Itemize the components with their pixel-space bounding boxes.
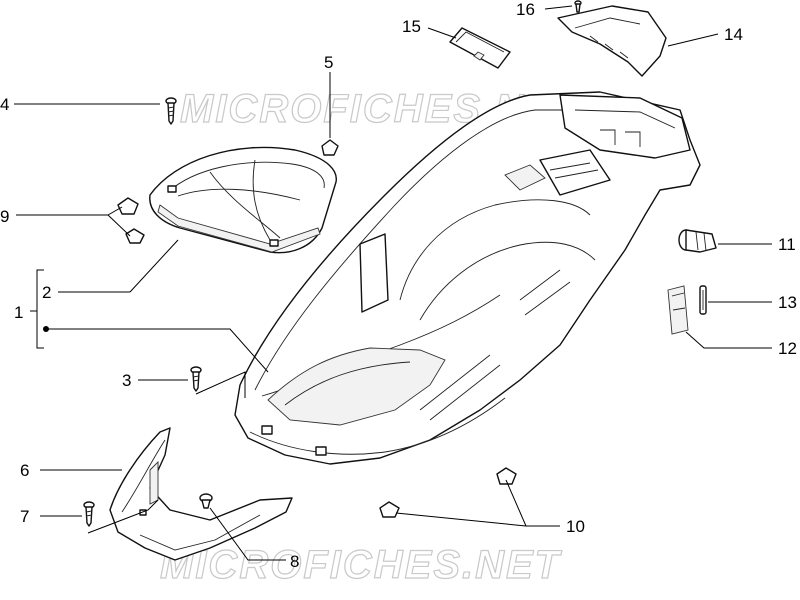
leader-lines — [14, 5, 772, 561]
callout-11: 11 — [778, 235, 796, 254]
callout-7: 7 — [20, 507, 29, 526]
callout-2: 2 — [42, 283, 51, 302]
callout-4: 4 — [0, 95, 9, 114]
cover-part-2 — [149, 146, 337, 254]
screw-part-7 — [83, 501, 95, 527]
callout-12: 12 — [778, 339, 797, 358]
callout-9: 9 — [0, 207, 9, 226]
callout-10: 10 — [566, 517, 585, 536]
screw-part-3 — [190, 366, 202, 392]
callout-6: 6 — [20, 461, 29, 480]
callout-16: 16 — [516, 0, 535, 19]
helmet-compartment-part-1 — [234, 91, 701, 465]
callout-3: 3 — [122, 371, 131, 390]
fuse-part-13 — [699, 285, 707, 315]
clip-part-10a — [496, 467, 517, 485]
callout-labels: 4 5 9 2 1 3 6 7 8 10 11 13 12 14 15 16 — [0, 0, 797, 571]
callout-5: 5 — [324, 53, 333, 72]
clip-part-5 — [321, 139, 339, 156]
trim-part-14 — [557, 5, 667, 77]
plate-part-12 — [667, 285, 689, 335]
callout-13: 13 — [778, 293, 797, 312]
panel-part-6 — [109, 427, 293, 561]
callout-8: 8 — [290, 552, 299, 571]
watermark-bottom: MICROFICHES.NET — [160, 543, 563, 587]
plate-part-12-edge — [671, 292, 686, 311]
callout-15: 15 — [402, 17, 421, 36]
screw-part-4 — [165, 97, 177, 125]
callout-1: 1 — [14, 303, 23, 322]
clip-part-9 — [117, 197, 145, 244]
fastener-part-8 — [199, 493, 213, 509]
clip-part-10b — [379, 501, 400, 518]
lid-part-15 — [449, 27, 511, 69]
plug-part-11 — [678, 229, 717, 253]
callout-14: 14 — [724, 25, 743, 44]
screw-part-16 — [574, 0, 582, 13]
